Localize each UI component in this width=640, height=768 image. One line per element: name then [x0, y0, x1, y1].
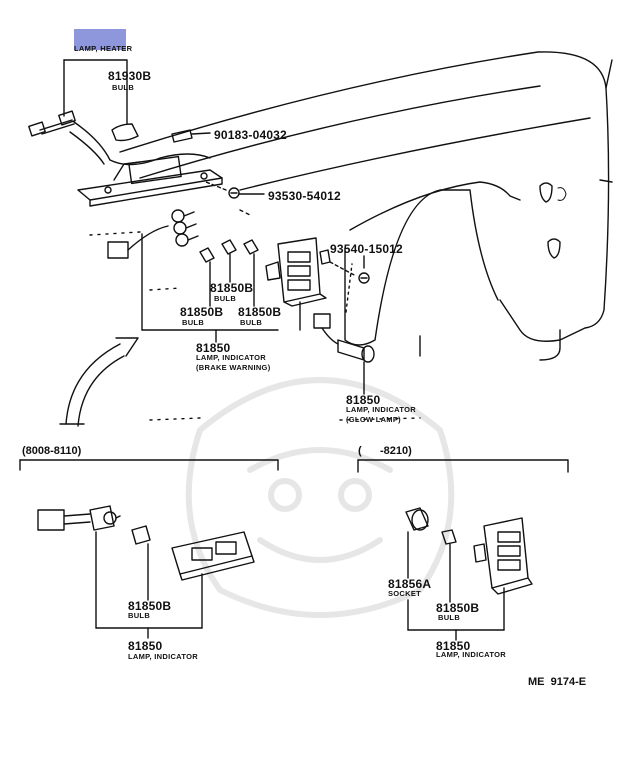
watermark: [185, 377, 455, 618]
label-glow-name: LAMP, INDICATOR: [346, 405, 416, 414]
range-left-bracket: [19, 459, 279, 471]
label-bulb-bl: BULB: [128, 611, 151, 620]
glow-lamp: [313, 263, 375, 395]
lower-right-assembly: [405, 507, 533, 641]
label-93540: 93540-15012: [330, 242, 403, 256]
label-bulb-1: BULB: [112, 83, 135, 92]
label-81850-br: 81850: [436, 639, 471, 653]
label-lamp-br: LAMP, INDICATOR: [436, 650, 506, 659]
dash-holes: [557, 187, 567, 201]
label-81850b-left: 81850B: [180, 305, 224, 319]
label-81850b-top: 81850B: [210, 281, 254, 295]
brake-indicator-housing: [265, 237, 331, 307]
dashboard-outline: [89, 51, 613, 421]
lower-left-assembly: [37, 505, 255, 639]
label-81850-brake: 81850: [196, 341, 231, 355]
label-93530: 93530-54012: [268, 189, 341, 203]
label-81856a: 81856A: [388, 577, 432, 591]
screw-93540: [329, 255, 370, 284]
label-bulb-right: BULB: [240, 318, 263, 327]
label-bulb-top: BULB: [214, 294, 237, 303]
curved-arrow: [59, 337, 139, 427]
label-range-right: ( -8210): [358, 445, 412, 457]
label-81850-glow: 81850: [346, 393, 381, 407]
heater-lamp-harness: [28, 110, 211, 166]
bulb-90183: [171, 129, 211, 143]
label-bulb-br: BULB: [438, 613, 461, 622]
screw-93530: [205, 181, 265, 199]
label-lamp-bl: LAMP, INDICATOR: [128, 652, 198, 661]
label-heater-name: LAMP, HEATER: [74, 44, 133, 53]
label-81850b-right: 81850B: [238, 305, 282, 319]
label-90183: 90183-04032: [214, 128, 287, 142]
label-socket: SOCKET: [388, 589, 422, 598]
range-right-bracket: [357, 459, 569, 473]
bulb-81930b: [111, 123, 139, 142]
label-range-left: (8008-8110): [22, 445, 82, 457]
heater-lamp-leader: [63, 59, 128, 125]
redaction-box: [74, 29, 126, 50]
label-brake-sub: (BRAKE WARNING): [196, 363, 271, 372]
label-glow-sub: (GLOW LAMP): [346, 415, 401, 424]
label-brake-name: LAMP, INDICATOR: [196, 353, 266, 362]
bulb-81850b-left: [199, 247, 215, 263]
label-81850b-br: 81850B: [436, 601, 480, 615]
heater-bracket: [77, 155, 223, 207]
bulb-81850b-right: [243, 239, 259, 255]
brake-leaders: [141, 233, 301, 343]
label-bulb-left: BULB: [182, 318, 205, 327]
label-reference: ME 9174-E: [528, 676, 587, 688]
bulb-81850b-top: [221, 239, 237, 255]
label-81930b: 81930B: [108, 69, 152, 83]
label-81850-bl: 81850: [128, 639, 163, 653]
brake-harness: [107, 209, 199, 259]
label-81850b-bl: 81850B: [128, 599, 172, 613]
